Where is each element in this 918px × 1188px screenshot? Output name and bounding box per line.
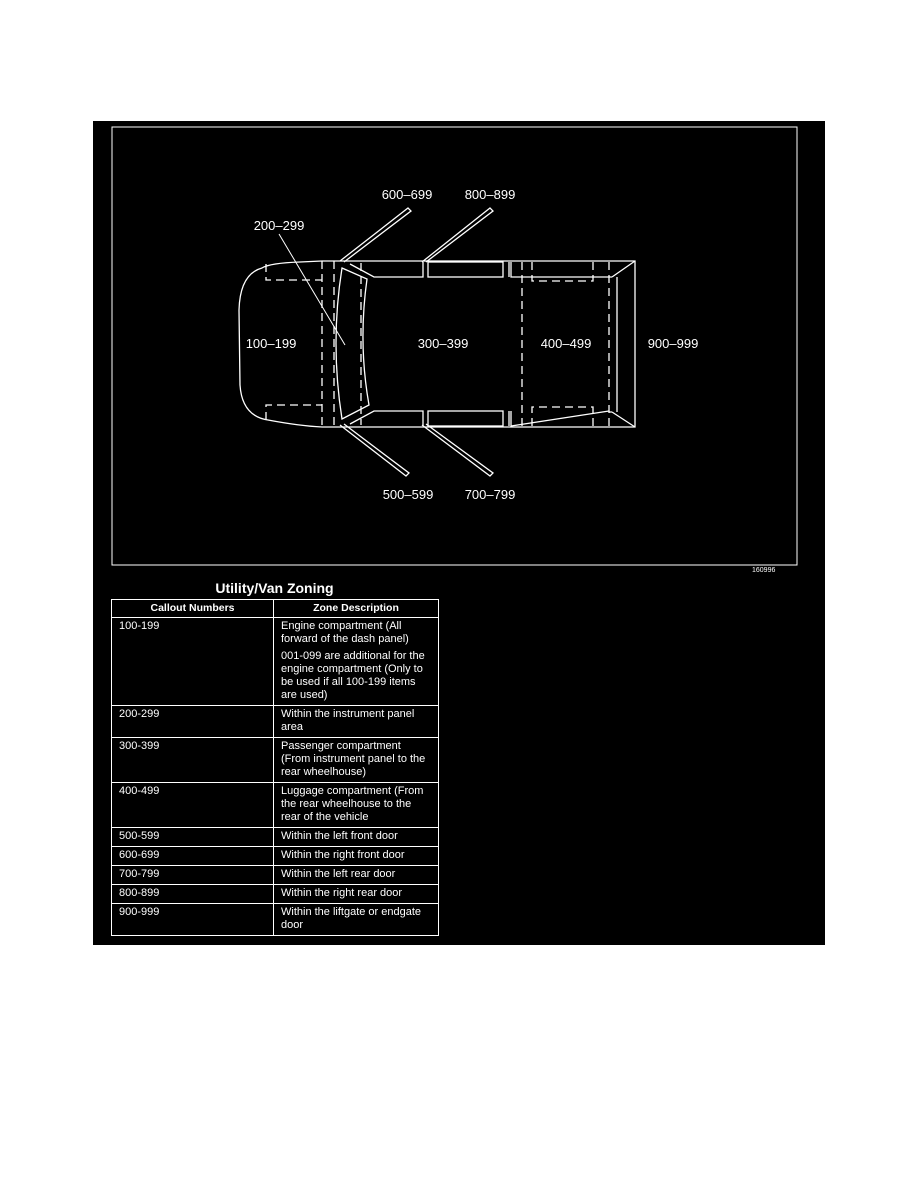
cargo-side-top (508, 262, 609, 278)
leader-700 (421, 423, 494, 477)
description-cell: Within the right front door (273, 846, 439, 866)
callout-cell: 200-299 (111, 705, 274, 738)
zoning-table: Callout Numbers Zone Description 100-199… (111, 599, 439, 936)
zone-label-500: 500–599 (383, 487, 434, 502)
table-row: 900-999 Within the liftgate or endgate d… (111, 903, 439, 936)
table-row: 500-599 Within the left front door (111, 827, 439, 847)
leader-800 (421, 207, 494, 263)
van-zoning-diagram: 600–699 800–899 200–299 100–199 300–399 … (111, 126, 798, 566)
zone-label-100: 100–199 (246, 336, 297, 351)
table-title: Utility/Van Zoning (215, 580, 334, 596)
description-cell: Within the left rear door (273, 865, 439, 885)
zone-label-600: 600–699 (382, 187, 433, 202)
van-hood-outline (238, 260, 323, 428)
zone-label-300: 300–399 (418, 336, 469, 351)
description-cell: Engine compartment (All forward of the d… (273, 617, 439, 706)
description-cell: Within the instrument panel area (273, 705, 439, 738)
callout-cell: 100-199 (111, 617, 274, 706)
callout-cell: 800-899 (111, 884, 274, 904)
description-cell: Within the left front door (273, 827, 439, 847)
zone-label-900: 900–999 (648, 336, 699, 351)
callout-cell: 600-699 (111, 846, 274, 866)
table-row: 800-899 Within the right rear door (111, 884, 439, 904)
table-row: 200-299 Within the instrument panel area (111, 705, 439, 738)
description-cell: Luggage compartment (From the rear wheel… (273, 782, 439, 828)
description-cell: Within the liftgate or endgate door (273, 903, 439, 936)
leader-500 (339, 423, 410, 477)
callout-cell: 300-399 (111, 737, 274, 783)
leader-200 (278, 233, 346, 346)
description-note: 001-099 are additional for the engine co… (281, 650, 425, 701)
figure-id: 160996 (752, 567, 776, 574)
table-row: 600-699 Within the right front door (111, 846, 439, 866)
table-row: 100-199 Engine compartment (All forward … (111, 617, 439, 706)
zone-label-800: 800–899 (465, 187, 516, 202)
zone-label-700: 700–799 (465, 487, 516, 502)
zone-dashed-lines (265, 261, 610, 427)
table-row: 400-499 Luggage compartment (From the re… (111, 782, 439, 828)
table-row: 300-399 Passenger compartment (From inst… (111, 737, 439, 783)
description-cell: Within the right rear door (273, 884, 439, 904)
header-callout: Callout Numbers (111, 599, 274, 618)
windshield (335, 267, 370, 420)
callout-cell: 900-999 (111, 903, 274, 936)
diagram-frame (111, 126, 798, 566)
table-row: 700-799 Within the left rear door (111, 865, 439, 885)
callout-cell: 500-599 (111, 827, 274, 847)
front-door-top (349, 262, 424, 278)
header-description: Zone Description (273, 599, 439, 618)
leader-600 (339, 207, 412, 263)
van-body-outline (322, 260, 636, 428)
callout-cell: 700-799 (111, 865, 274, 885)
table-header-row: Callout Numbers Zone Description (111, 599, 439, 618)
zone-label-400: 400–499 (541, 336, 592, 351)
rear-door-top (427, 261, 504, 278)
rear-door-bottom (427, 410, 504, 427)
liftgate-outline (609, 260, 636, 428)
cargo-side-bottom (508, 410, 610, 427)
description-text: Engine compartment (All forward of the d… (281, 620, 409, 645)
zone-label-200: 200–299 (254, 218, 305, 233)
description-cell: Passenger compartment (From instrument p… (273, 737, 439, 783)
front-door-bottom (349, 410, 424, 426)
callout-cell: 400-499 (111, 782, 274, 828)
